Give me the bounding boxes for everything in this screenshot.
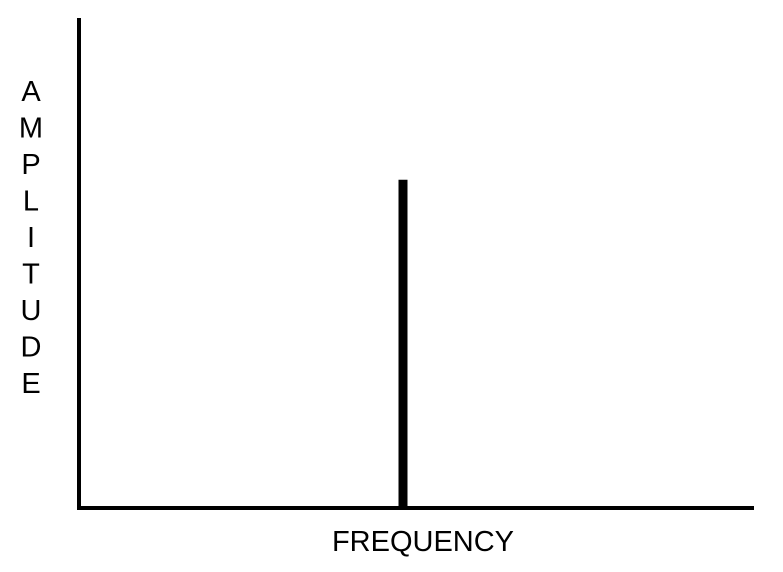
y-axis-label-letter: D <box>21 332 42 364</box>
y-axis-label-letter: L <box>23 186 39 218</box>
y-axis-label-letter: A <box>21 76 41 108</box>
y-axis-label-letter: E <box>21 368 40 400</box>
x-axis-label: FREQUENCY <box>332 526 514 558</box>
y-axis-label-letter: M <box>19 113 43 145</box>
y-axis-label-letter: P <box>21 149 40 181</box>
y-axis-label-letter: U <box>21 295 42 327</box>
y-axis-label-letter: T <box>22 259 40 291</box>
y-axis-label-letter: I <box>27 222 35 254</box>
